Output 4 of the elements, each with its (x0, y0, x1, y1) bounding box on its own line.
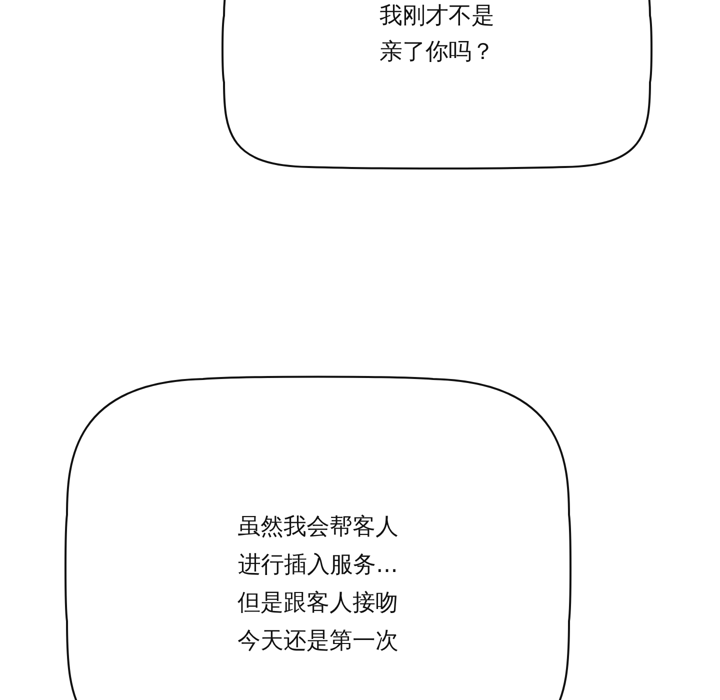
speech-bubble (223, 0, 651, 168)
speech-bubble (66, 378, 570, 700)
speech-text: 虽然我会帮客人进行插入服务...但是跟客人接吻今天还是第一次 (236, 513, 400, 656)
speech-text: 我刚才不是亲了你吗？ (378, 2, 496, 67)
